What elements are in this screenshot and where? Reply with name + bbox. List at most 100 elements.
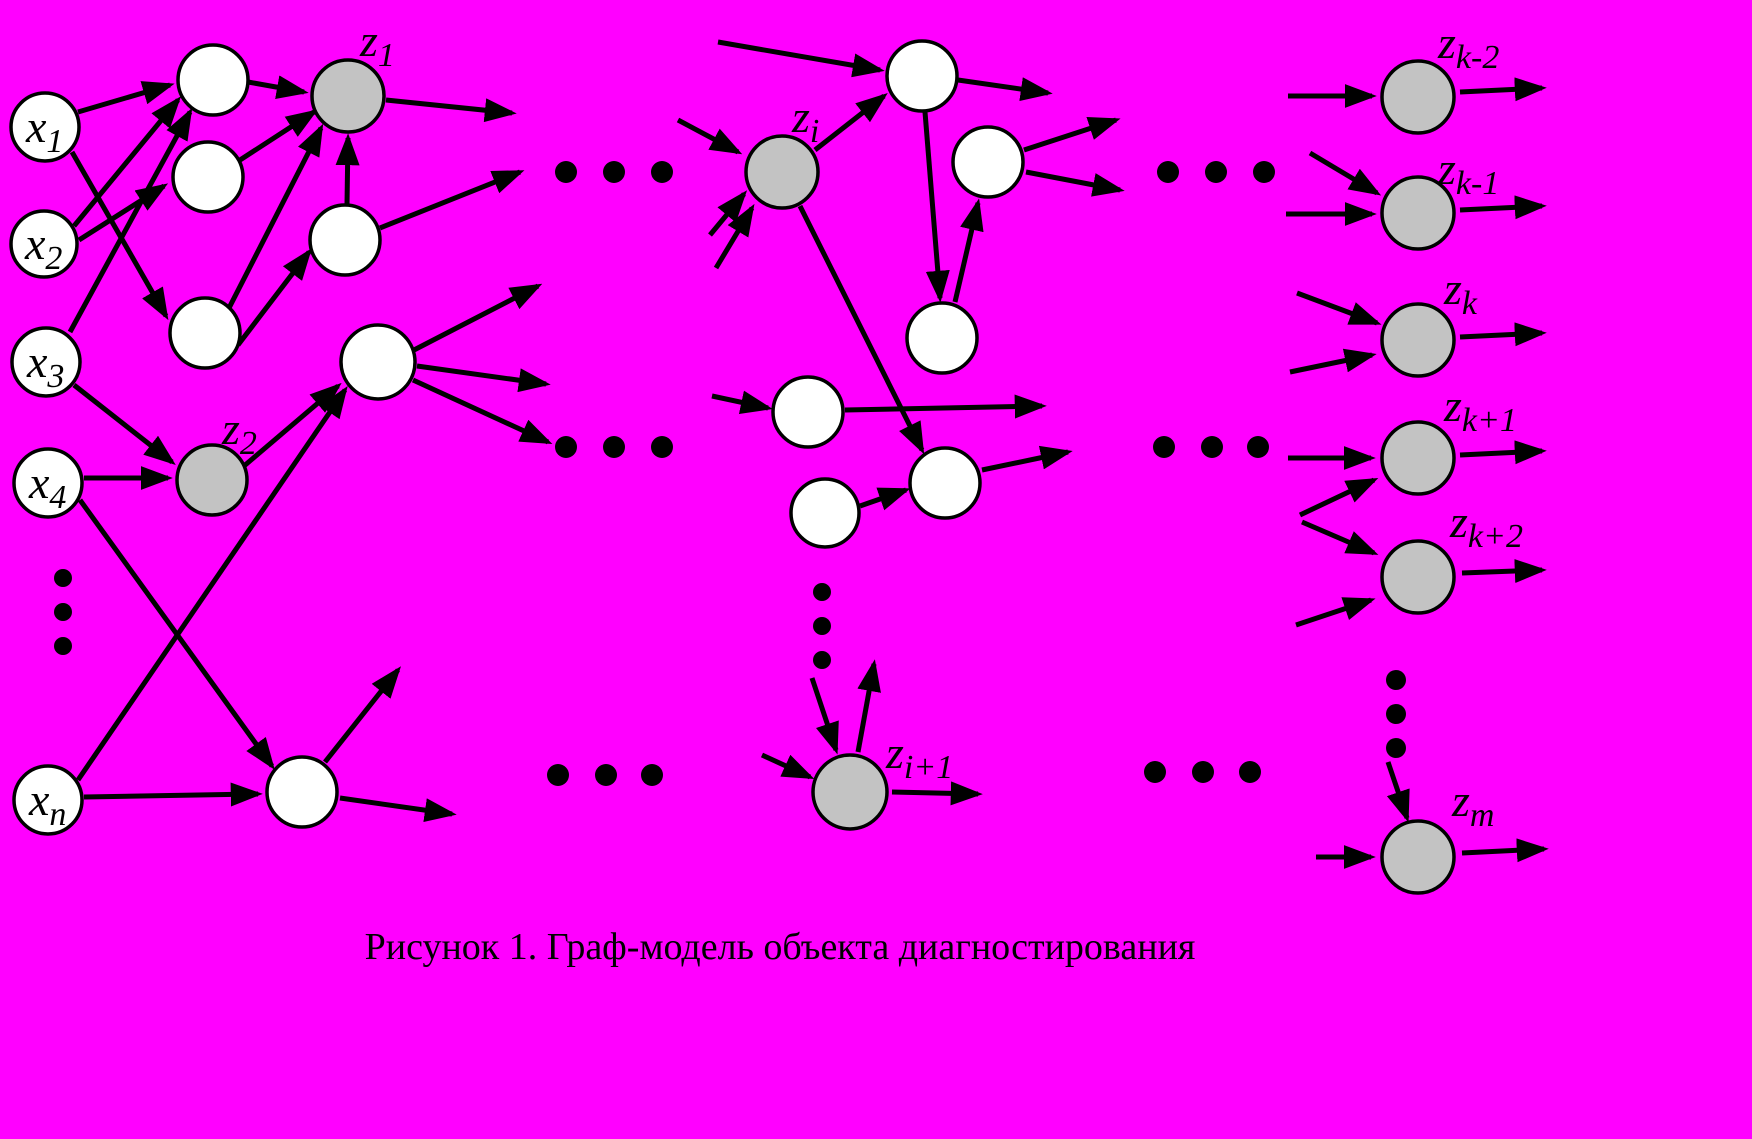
graph-node-zi <box>744 134 820 210</box>
graph-edge-arrow <box>760 752 815 780</box>
graph-edge-arrow <box>1459 322 1547 347</box>
ellipsis-dot <box>555 161 577 183</box>
graph-edge-arrow <box>225 123 324 312</box>
ellipsis-dot <box>813 583 831 601</box>
graph-edge-arrow <box>412 283 543 353</box>
node-label-z2: z2 <box>221 403 257 462</box>
ellipsis-dot <box>1153 436 1175 458</box>
graph-edge-arrow <box>1308 150 1382 196</box>
graph-edge-arrow <box>813 93 888 152</box>
node-label-x2: x2 <box>24 218 62 277</box>
ellipsis-dot <box>54 603 72 621</box>
graph-edge-arrow <box>67 107 193 334</box>
graph-edge-arrow <box>1461 559 1547 584</box>
graph-edge-arrow <box>891 781 983 806</box>
graph-edge-arrow <box>922 111 950 303</box>
ellipsis-dot <box>1144 761 1166 783</box>
graph-node-xn <box>12 764 84 836</box>
graph-node-m5 <box>908 446 982 520</box>
ellipsis-dot <box>1205 161 1227 183</box>
graph-edge-arrow <box>323 666 401 764</box>
ellipsis-dot <box>555 436 577 458</box>
graph-edge-arrow <box>1459 195 1547 220</box>
graph-node-m1 <box>885 39 959 113</box>
graph-edge-arrow <box>411 377 553 445</box>
ellipsis-dot <box>1239 761 1261 783</box>
graph-node-zi1 <box>811 753 889 831</box>
graph-node-z2 <box>175 443 249 517</box>
graph-edge-arrow <box>1023 117 1121 153</box>
node-label-zk1p: zk+1 <box>1443 380 1517 439</box>
ellipsis-dot <box>1253 161 1275 183</box>
graph-node-zk2p <box>1380 539 1456 615</box>
graph-node-zk1p <box>1380 420 1456 496</box>
ellipsis-dot <box>603 161 625 183</box>
graph-node-h2 <box>171 140 245 214</box>
graph-edge-arrow <box>236 248 312 347</box>
graph-edge-arrow <box>83 782 263 807</box>
ellipsis-dot <box>1247 436 1269 458</box>
graph-node-zk2m <box>1380 59 1456 135</box>
graph-edge-arrow <box>1301 519 1379 556</box>
graph-node-x4 <box>12 447 84 519</box>
graph-edge-arrow <box>952 198 984 303</box>
graph-node-zk <box>1380 302 1456 378</box>
graph-edge-arrow <box>238 109 319 163</box>
graph-node-x3 <box>10 326 82 398</box>
ellipsis-dot <box>1386 738 1406 758</box>
graph-node-m6 <box>789 477 861 549</box>
graph-edge-arrow <box>844 394 1047 419</box>
ellipsis-dot <box>54 637 72 655</box>
graph-edge-arrow <box>1459 440 1547 465</box>
node-label-x3: x3 <box>26 336 64 395</box>
graph-edge-arrow <box>77 81 175 115</box>
node-label-zk1m: zk-1 <box>1437 143 1499 202</box>
graph-edge-arrow <box>379 169 525 231</box>
graph-node-h3 <box>168 296 242 370</box>
graph-node-zk1m <box>1380 175 1456 251</box>
nodes-layer <box>9 39 1456 895</box>
graph-edge-arrow <box>957 77 1053 101</box>
graph-edge-arrow <box>713 203 755 270</box>
graph-node-x2 <box>9 209 79 279</box>
graph-node-m2 <box>951 125 1025 199</box>
ellipsis-dot <box>603 436 625 458</box>
graph-edge-arrow <box>72 96 182 228</box>
node-label-xn: xn <box>28 774 66 833</box>
graph-edge-arrow <box>708 190 748 237</box>
graph-edge-arrow <box>1459 77 1547 102</box>
ellipsis-dot <box>1192 761 1214 783</box>
graph-edge-arrow <box>247 75 309 100</box>
graph-edge-arrow <box>855 659 881 753</box>
ellipsis-dot <box>651 436 673 458</box>
graph-edge-arrow <box>1295 597 1376 628</box>
graph-edge-arrow <box>416 363 551 393</box>
ellipsis-dots-layer <box>54 161 1406 786</box>
graph-node-x1 <box>9 91 81 163</box>
node-label-zk: zk <box>1443 263 1478 322</box>
graph-node-h1 <box>176 43 250 117</box>
ellipsis-dot <box>1201 436 1223 458</box>
graph-edge-arrow <box>1025 169 1125 197</box>
graph-node-h5 <box>339 323 417 401</box>
graph-edge-arrow <box>77 183 169 243</box>
graph-edge-arrow <box>711 390 773 415</box>
graph-edge-arrow <box>717 39 885 78</box>
graph-edge-arrow <box>335 133 360 205</box>
graph-edge-arrow <box>69 150 169 321</box>
graph-edge-arrow <box>1296 290 1382 326</box>
graph-edge-arrow <box>75 386 348 782</box>
node-label-zk2p: zk+2 <box>1449 496 1523 555</box>
node-label-zi1: zi+1 <box>885 727 953 786</box>
node-label-zk2m: zk-2 <box>1437 17 1499 76</box>
node-label-x4: x4 <box>28 457 66 516</box>
ellipsis-dot <box>1386 704 1406 724</box>
ellipsis-dot <box>813 617 831 635</box>
graph-edge-arrow <box>1461 838 1549 863</box>
ellipsis-dot <box>595 764 617 786</box>
graph-edge-arrow <box>809 677 839 755</box>
edges-layer <box>67 39 1549 869</box>
